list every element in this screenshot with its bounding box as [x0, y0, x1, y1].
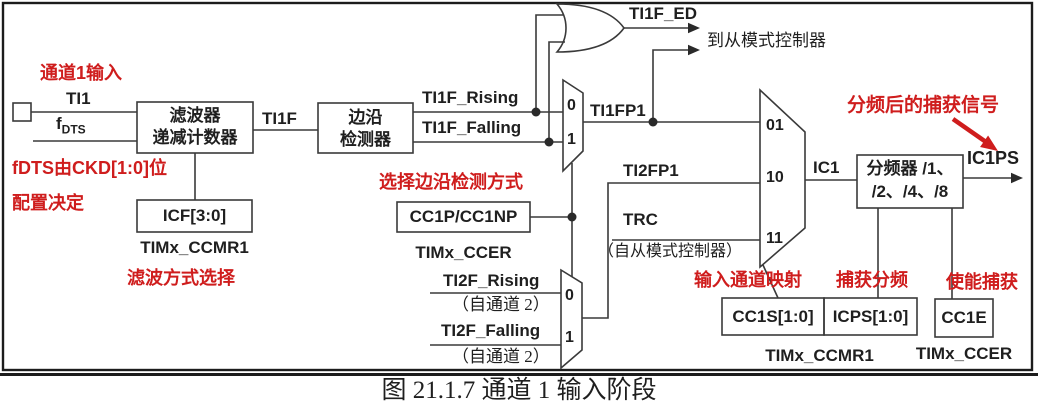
label-ti2f-falling: TI2F_Falling — [441, 321, 541, 340]
edge-box-line2: 检测器 — [340, 130, 391, 149]
cc1e-box — [934, 298, 994, 338]
label-trc: TRC — [623, 210, 658, 229]
label-ti1f-rising: TI1F_Rising — [422, 88, 519, 107]
input-mapping-mux — [759, 88, 806, 269]
input-pin-square — [12, 102, 32, 122]
label-from-ch2-a: （自通道 2） — [452, 295, 550, 314]
reg-timx-ccmr1-bottom: TIMx_CCMR1 — [765, 346, 874, 365]
icf-box — [136, 199, 253, 233]
label-from-ch2-b: （自通道 2） — [452, 347, 550, 366]
prescaler-box-line2: /2、/4、/8 — [871, 182, 949, 201]
label-fdts: fDTS — [56, 114, 86, 137]
mux2-port-0: 0 — [565, 287, 574, 304]
reg-timx-ccer-bottom: TIMx_CCER — [915, 344, 1013, 363]
junction-dots — [531, 107, 658, 222]
filter-box-line2: 递减计数器 — [152, 128, 238, 147]
label-to-slave-controller: 到从模式控制器 — [707, 31, 826, 50]
edge-detector-box — [317, 102, 414, 154]
note-edge-mode: 选择边沿检测方式 — [379, 172, 523, 192]
label-ic1ps: IC1PS — [967, 148, 1020, 168]
note-fdts-line2: 配置决定 — [12, 193, 84, 213]
reg-timx-ccer: TIMx_CCER — [415, 243, 512, 262]
figure-caption: 图 21.1.7 通道 1 输入阶段 — [381, 377, 657, 404]
label-ti1fp1: TI1FP1 — [590, 101, 646, 120]
red-annotation-arrow — [951, 117, 998, 151]
cc1s-bits: CC1S[1:0] — [732, 307, 814, 326]
mux1-port-1: 1 — [567, 131, 576, 148]
note-capture-prescale: 捕获分频 — [836, 270, 908, 290]
mux1-port-0: 0 — [567, 97, 576, 114]
icps-bits: ICPS[1:0] — [832, 307, 909, 326]
label-ti1f-ed: TI1F_ED — [629, 4, 698, 23]
note-channel1-input: 通道1输入 — [40, 63, 123, 83]
label-from-slave-controller: （自从模式控制器） — [598, 243, 743, 260]
bigmux-port-01: 01 — [766, 117, 784, 134]
mux2-port-1: 1 — [565, 329, 574, 346]
edge-box-line1: 边沿 — [348, 108, 383, 127]
prescaler-box-line1: 分频器 /1、 — [866, 159, 954, 178]
note-filter-mode: 滤波方式选择 — [127, 268, 235, 288]
label-ic1: IC1 — [813, 158, 840, 177]
label-ti1: TI1 — [66, 89, 91, 108]
label-ti2fp1: TI2FP1 — [623, 161, 679, 180]
or-gate — [555, 3, 625, 53]
note-capture-enable: 使能捕获 — [946, 272, 1018, 292]
label-ti1f: TI1F — [262, 109, 297, 128]
label-ti2f-rising: TI2F_Rising — [443, 271, 540, 290]
cc1p-bits: CC1P/CC1NP — [409, 207, 518, 226]
note-input-mapping: 输入通道映射 — [694, 270, 802, 290]
icf-bits: ICF[3:0] — [162, 206, 227, 225]
prescaler-box — [856, 154, 964, 209]
bigmux-port-10: 10 — [766, 169, 784, 186]
label-ti1f-falling: TI1F_Falling — [422, 118, 522, 137]
edge-select-mux — [562, 78, 584, 173]
diagram-border — [1, 1, 1034, 372]
arrowheads — [688, 22, 1023, 184]
filter-box-line1: 滤波器 — [169, 106, 221, 125]
cc1p-box — [396, 201, 531, 233]
note-fdts-line1: fDTS由CKD[1:0]位 — [12, 158, 167, 178]
bigmux-port-11: 11 — [766, 230, 783, 247]
reg-timx-ccmr1: TIMx_CCMR1 — [140, 238, 249, 257]
note-divided-capture: 分频后的捕获信号 — [847, 95, 1000, 116]
ti2-edge-select-mux — [560, 268, 583, 370]
cc1e-bit: CC1E — [941, 308, 987, 327]
icps-box — [823, 297, 918, 336]
